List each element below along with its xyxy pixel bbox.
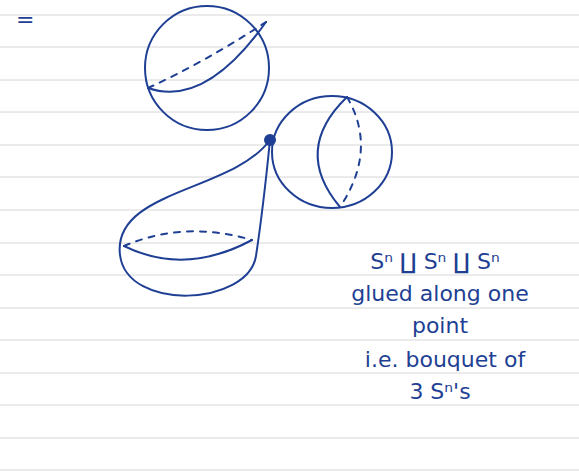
meridian-hidden <box>340 97 361 207</box>
equator-hidden <box>124 231 252 246</box>
sphere <box>272 96 392 208</box>
note-text: glued along one <box>351 282 528 306</box>
sphere <box>145 6 269 130</box>
wedge-point <box>264 134 276 146</box>
note-text: 3 Sⁿ's <box>409 380 470 404</box>
sphere <box>120 140 270 296</box>
note-text: Sⁿ ∐ Sⁿ ∐ Sⁿ <box>370 250 499 274</box>
equator <box>148 22 266 92</box>
paper-lines <box>0 15 579 470</box>
equals-sign: = <box>16 8 34 32</box>
note-text: point <box>412 314 468 338</box>
equator-hidden <box>148 22 266 88</box>
equator <box>124 240 252 260</box>
note-text: i.e. bouquet of <box>365 348 525 372</box>
meridian <box>318 97 347 207</box>
